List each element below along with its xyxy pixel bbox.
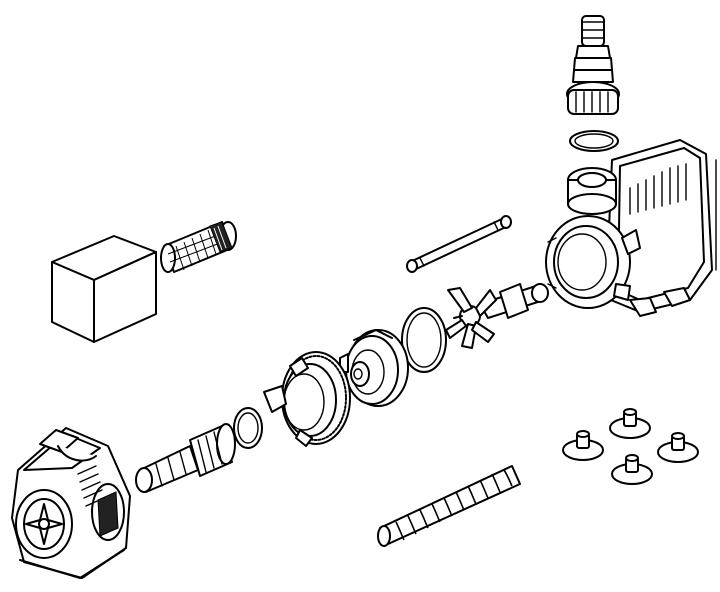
foam-block bbox=[51, 235, 157, 343]
suction-cups bbox=[562, 408, 699, 485]
pump-body bbox=[545, 139, 717, 317]
ceramic-shaft bbox=[406, 215, 512, 273]
o-ring bbox=[401, 307, 447, 373]
bayonet-ring bbox=[263, 351, 351, 447]
outlet-o-ring bbox=[569, 130, 619, 152]
suction-cup bbox=[611, 454, 653, 485]
outlet-hose-adapter bbox=[566, 15, 620, 115]
inlet-adapter bbox=[135, 423, 236, 493]
impeller bbox=[445, 283, 549, 349]
suction-cup bbox=[657, 432, 699, 463]
pump-body-vents bbox=[629, 163, 687, 215]
inlet-o-ring bbox=[233, 407, 263, 449]
pump-with-cover bbox=[11, 427, 131, 579]
spiral-tube bbox=[377, 465, 521, 547]
prefilter-cage bbox=[160, 221, 237, 273]
suction-cup bbox=[609, 408, 651, 439]
volute-cover bbox=[339, 329, 409, 407]
suction-cup bbox=[562, 430, 604, 461]
